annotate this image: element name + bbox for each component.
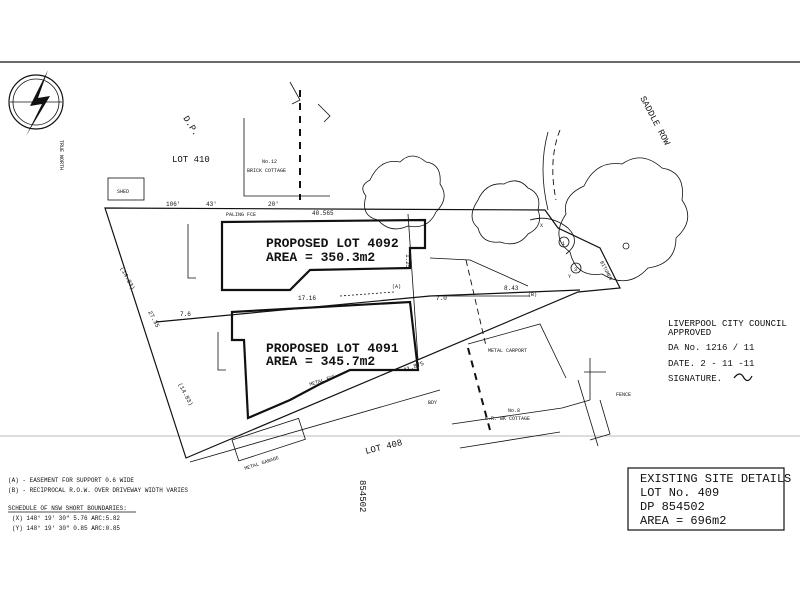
marker-x-text: X bbox=[540, 223, 543, 229]
site-boundary bbox=[104, 207, 621, 459]
marker-circle-3 bbox=[570, 262, 582, 274]
cottage-8-dashed-wall bbox=[467, 347, 491, 431]
dim-north-boundary: 40.565 bbox=[312, 210, 334, 217]
legend-row-x: (X) 148° 19' 30" 5.76 ARC:5.82 bbox=[12, 515, 120, 522]
north-arrow-icon bbox=[8, 70, 64, 136]
easement-line-a bbox=[339, 291, 395, 297]
cottage-8-outline bbox=[451, 399, 591, 425]
dim-843: 8.43 bbox=[504, 285, 519, 292]
lot-4091-fence bbox=[217, 332, 226, 371]
dim-43: 43' bbox=[206, 201, 217, 208]
stamp-date: DATE. 2 - 11 -11 bbox=[668, 359, 754, 369]
driveway-north bbox=[429, 257, 529, 287]
dp-label: D.P. bbox=[180, 114, 200, 138]
metal-fence-label: METAL FCE bbox=[309, 374, 337, 388]
north-arrow-label: TRUE NORTH bbox=[58, 140, 64, 170]
marker-y-text: Y bbox=[568, 274, 571, 280]
site-details-dp: DP 854502 bbox=[640, 500, 705, 514]
metal-carport-label: METAL CARPORT bbox=[488, 348, 527, 354]
dim-mid-short: 7.0 bbox=[436, 295, 447, 302]
signature-scribble bbox=[733, 373, 753, 382]
cottage-8-desc: C.R. BK COTTAGE bbox=[485, 416, 530, 422]
lot-4092-area: AREA = 350.3m2 bbox=[266, 250, 375, 265]
lot-4092-title: PROPOSED LOT 4092 bbox=[266, 236, 399, 251]
marker-1-text: 1 bbox=[562, 241, 565, 247]
metal-garage-outline bbox=[231, 417, 306, 462]
street-saddle-row: SADDLE ROW bbox=[637, 95, 671, 148]
lot-4092-fence bbox=[187, 224, 196, 279]
dim-20: 20' bbox=[268, 201, 279, 208]
shed-outline bbox=[107, 177, 145, 201]
site-details-area: AREA = 696m2 bbox=[640, 514, 726, 528]
dim-west-a: 7.6 bbox=[180, 311, 191, 318]
cottage-12-desc: BRICK COTTAGE bbox=[247, 168, 286, 174]
site-details-title: EXISTING SITE DETAILS bbox=[640, 472, 791, 486]
lot-4092-building bbox=[220, 218, 427, 292]
stamp-da-no: DA No. 1216 / 11 bbox=[668, 343, 754, 353]
label-a: (A) bbox=[392, 284, 401, 290]
lot-4091-area: AREA = 345.7m2 bbox=[266, 354, 375, 369]
label-b: (B) bbox=[528, 292, 537, 298]
marker-3-text: 3 bbox=[574, 267, 577, 273]
street-kerb-line bbox=[552, 129, 561, 201]
stamp-council: LIVERPOOL CITY COUNCIL bbox=[668, 319, 787, 329]
dim-106: 106' bbox=[166, 201, 180, 208]
tree-cluster bbox=[362, 155, 689, 282]
metal-carport-outline bbox=[467, 323, 567, 379]
street-edge-line bbox=[542, 131, 549, 211]
bdy-label: BDY bbox=[428, 400, 437, 406]
legend-schedule-title: SCHEDULE OF NSW SHORT BOUNDARIES: bbox=[8, 505, 127, 512]
cottage-8-no: No.8 bbox=[508, 408, 520, 414]
legend-line-a: (A) - EASEMENT FOR SUPPORT 0.6 WIDE bbox=[8, 477, 134, 484]
legend-line-b: (B) - RECIPROCAL R.O.W. OVER DRIVEWAY WI… bbox=[8, 487, 188, 494]
lot-408-fence bbox=[189, 389, 441, 463]
lot-east-offset bbox=[407, 213, 419, 361]
lot-410-label: LOT 410 bbox=[172, 155, 210, 165]
dim-middle-boundary: 17.16 bbox=[298, 295, 316, 302]
site-details-box bbox=[627, 467, 785, 531]
shed-label: SHED bbox=[117, 189, 129, 195]
stamp-approved: APPROVED bbox=[668, 328, 711, 338]
approval-stamp: LIVERPOOL CITY COUNCIL APPROVED DA No. 1… bbox=[668, 319, 787, 384]
marker-circle-1 bbox=[558, 236, 570, 248]
cottage-12-outline bbox=[243, 118, 330, 197]
lot-dividing-line bbox=[155, 289, 581, 323]
stamp-signature: SIGNATURE. bbox=[668, 374, 722, 384]
cottage-12-no: No.12 bbox=[262, 159, 277, 165]
dp-number: 854502 bbox=[357, 480, 367, 512]
dim-west-paren-2: (14.83) bbox=[176, 382, 194, 408]
legend-row-y: (Y) 148° 19' 30" 0.85 ARC:0.85 bbox=[12, 525, 120, 532]
right-of-way-line bbox=[465, 259, 487, 347]
lot-408-label: LOT 408 bbox=[364, 438, 403, 457]
fence-label: FENCE bbox=[616, 392, 631, 398]
dim-offset-125: 1.25 bbox=[404, 254, 411, 269]
site-details-lot: LOT No. 409 bbox=[640, 486, 719, 500]
lot-4091-building bbox=[230, 300, 420, 420]
dim-west-b: 27.35 bbox=[146, 310, 161, 330]
dim-west-paren: (14.83) bbox=[118, 266, 136, 292]
paling-fence-label: PALING FCE bbox=[226, 212, 256, 218]
lot-4091-title: PROPOSED LOT 4091 bbox=[266, 341, 399, 356]
tree-canopy-edge bbox=[529, 217, 575, 255]
